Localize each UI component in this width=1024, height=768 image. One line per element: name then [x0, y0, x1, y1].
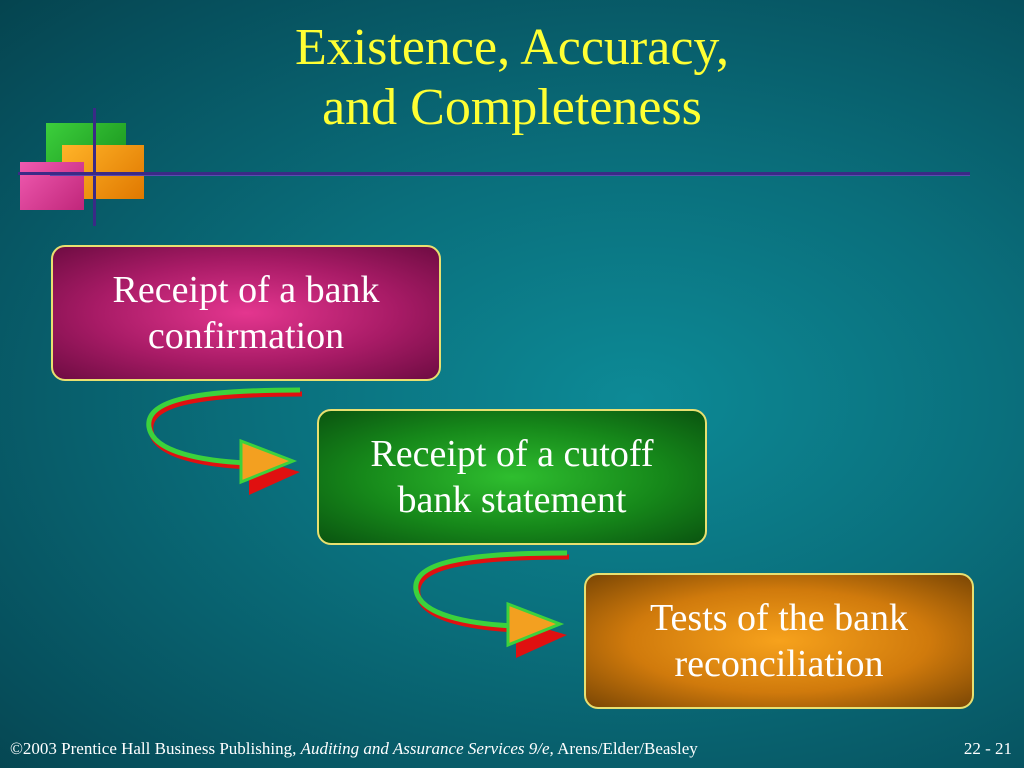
page-number: 22 - 21 [963, 739, 1012, 758]
slide-footer: ©2003 Prentice Hall Business Publishing,… [0, 738, 1024, 760]
step-box-bank-confirmation: Receipt of a bank confirmation [51, 245, 441, 381]
step-3-line-2: reconciliation [674, 643, 884, 685]
decorative-squares-logo [18, 108, 148, 228]
step-box-bank-reconciliation: Tests of the bank reconciliation [584, 573, 974, 709]
step-1-line-2: confirmation [147, 315, 345, 357]
step-3-line-1: Tests of the bank [649, 597, 908, 639]
footer-credit: ©2003 Prentice Hall Business Publishing,… [10, 738, 698, 760]
step-box-cutoff-statement: Receipt of a cutoff bank statement [317, 409, 707, 545]
step-2-line-1: Receipt of a cutoff [370, 433, 654, 475]
footer-authors: Arens/Elder/Beasley [557, 739, 698, 758]
curved-arrow-1-icon [146, 387, 303, 495]
step-1-line-1: Receipt of a bank [112, 269, 380, 311]
logo-vertical-line [93, 108, 96, 226]
title-divider [50, 172, 970, 175]
title-line-1: Existence, Accuracy, [294, 19, 730, 76]
title-line-2: and Completeness [322, 79, 702, 136]
footer-copyright: ©2003 Prentice Hall Business Publishing, [10, 739, 297, 758]
slide-title: Existence, Accuracy, and Completeness [0, 18, 1024, 138]
step-2-line-2: bank statement [397, 479, 627, 521]
pink-square [20, 162, 84, 210]
curved-arrow-2-icon [413, 550, 570, 658]
footer-book-title: Auditing and Assurance Services 9/e, [300, 739, 554, 758]
